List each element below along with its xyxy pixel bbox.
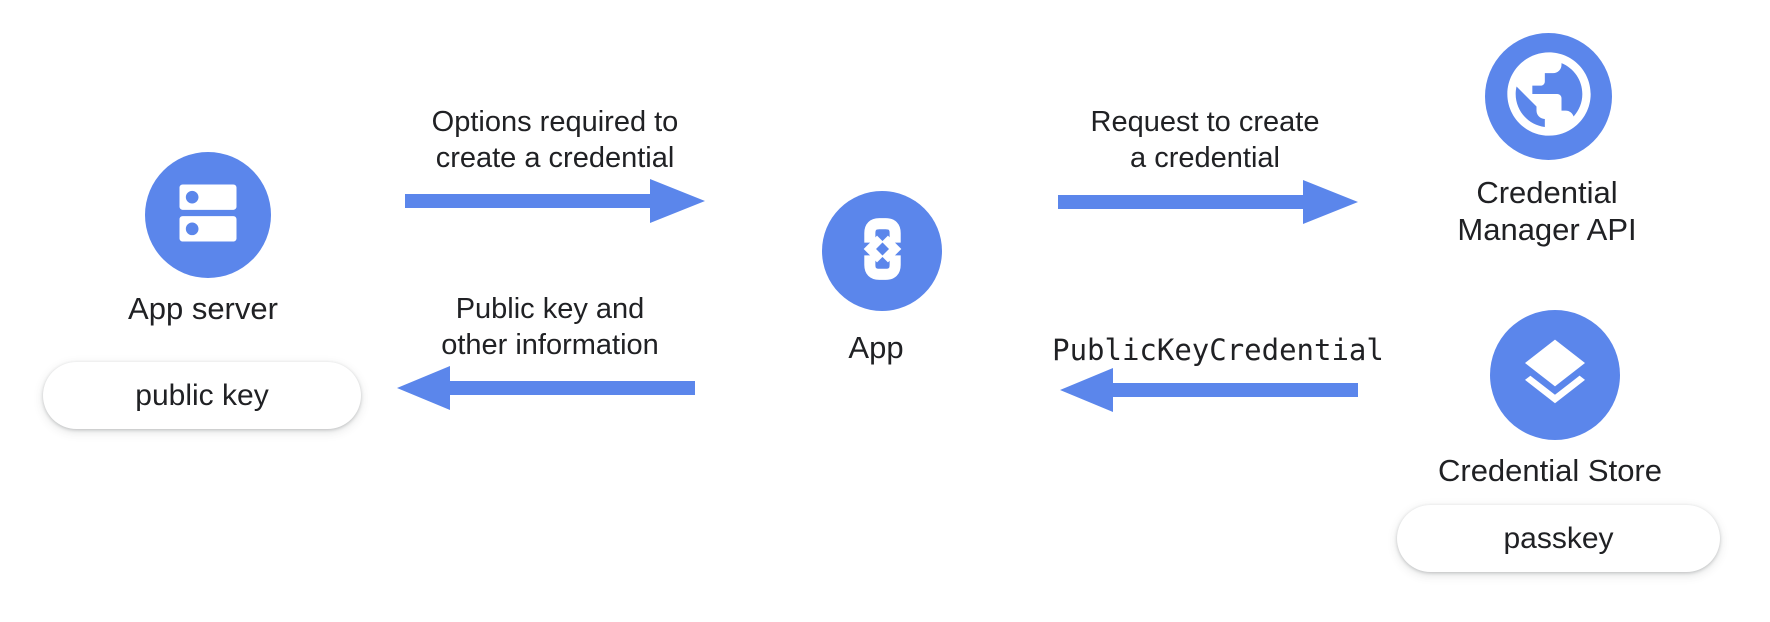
arrow-left-public-key-credential [1060, 366, 1358, 419]
credential-store-label: Credential Store [1437, 453, 1662, 488]
app-node [822, 191, 942, 311]
passkey-pill-label: passkey [1503, 521, 1614, 555]
arrow-left-public-key-info [397, 364, 695, 417]
passkey-pill: passkey [1397, 505, 1720, 572]
arrow-label-public-key-info: Public key and other information [441, 293, 659, 361]
phone-code-icon [854, 211, 911, 292]
arrow-label-public-key-credential: PublicKeyCredential [1052, 333, 1384, 367]
app-server-node [145, 152, 271, 278]
app-label: App [848, 330, 904, 365]
public-key-pill-label: public key [135, 378, 269, 412]
app-server-label: App server [128, 291, 278, 326]
server-icon [170, 175, 246, 256]
credential-manager-api-node [1485, 33, 1612, 160]
globe-icon [1499, 44, 1599, 149]
layers-icon [1515, 333, 1595, 418]
arrow-right-request [1058, 178, 1358, 231]
credential-manager-api-label: Credential Manager API [1457, 175, 1637, 247]
arrow-label-options: Options required to create a credential [431, 106, 679, 174]
arrow-right-options [405, 177, 705, 230]
arrow-label-request: Request to create a credential [1090, 106, 1320, 174]
credential-store-node [1490, 310, 1620, 440]
public-key-pill: public key [43, 362, 361, 429]
